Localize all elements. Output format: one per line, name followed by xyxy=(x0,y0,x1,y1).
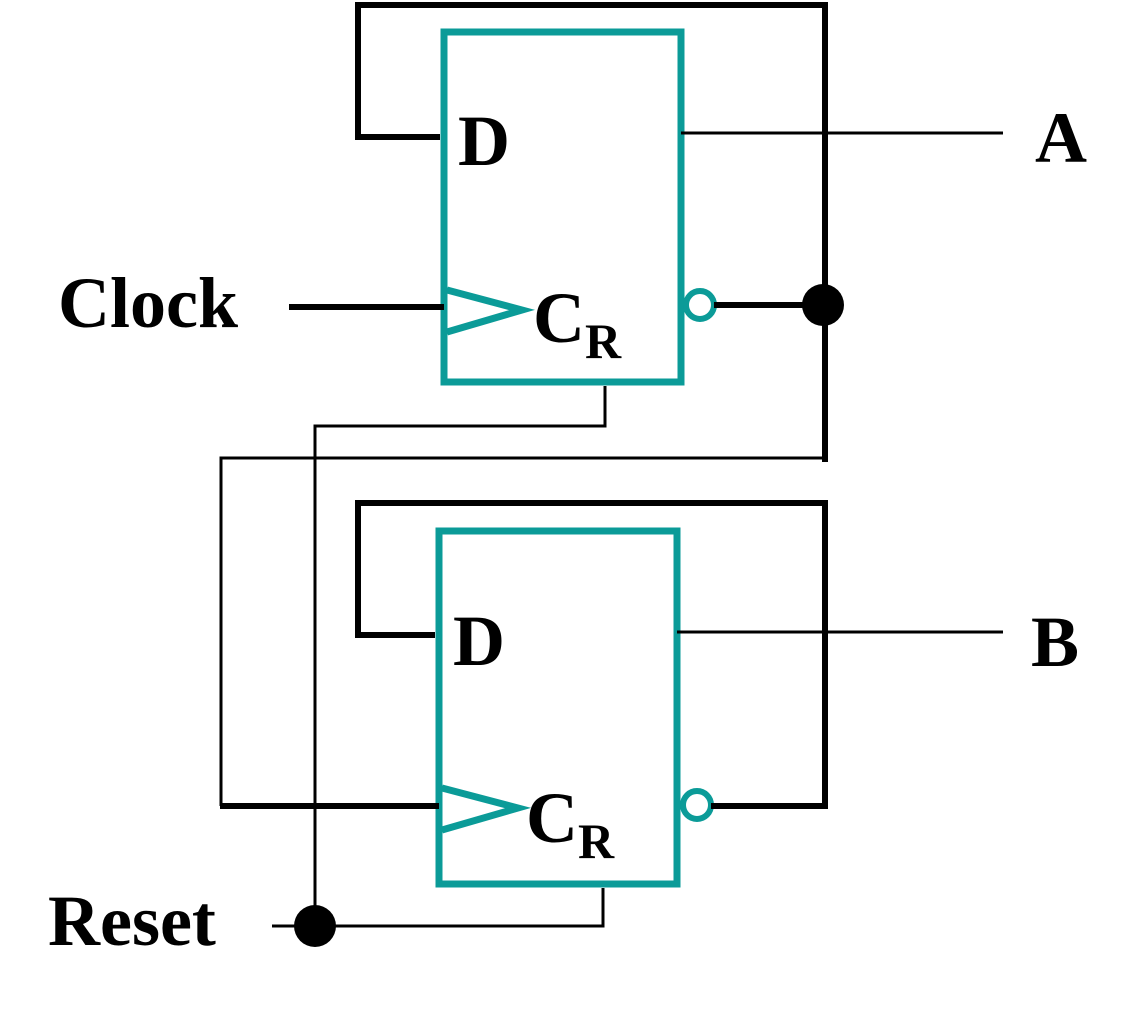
flipflop-b-clock-triangle xyxy=(441,784,532,834)
flipflop-a-inverted-output-bubble xyxy=(683,288,717,322)
label-output-b: B xyxy=(1031,602,1079,682)
flipflop-b-body xyxy=(435,527,681,888)
wire-a-feedback-loop xyxy=(355,2,828,462)
flipflop-b-clock-input-label: CR xyxy=(526,778,615,869)
junction-dot-reset xyxy=(294,905,336,947)
junction-dot-a xyxy=(802,284,844,326)
wire-reset-to-a xyxy=(313,386,607,926)
label-clock: Clock xyxy=(58,263,238,343)
wire-b-feedback-loop xyxy=(355,500,828,809)
flipflop-a: D CR xyxy=(440,28,717,386)
flipflop-a-clock-triangle xyxy=(446,286,535,336)
flipflop-b-d-label: D xyxy=(453,601,505,681)
label-output-a: A xyxy=(1035,98,1087,178)
flipflop-b: D CR xyxy=(435,527,714,888)
flipflop-b-inverted-output-bubble xyxy=(680,788,714,822)
label-reset: Reset xyxy=(48,881,216,961)
wire-reset-to-b xyxy=(272,888,605,928)
flipflop-a-d-label: D xyxy=(458,101,510,181)
flipflop-a-body xyxy=(440,28,685,386)
flipflop-a-clock-input-label: CR xyxy=(533,278,622,369)
wire-a-qbar-to-b-clock xyxy=(219,456,825,806)
